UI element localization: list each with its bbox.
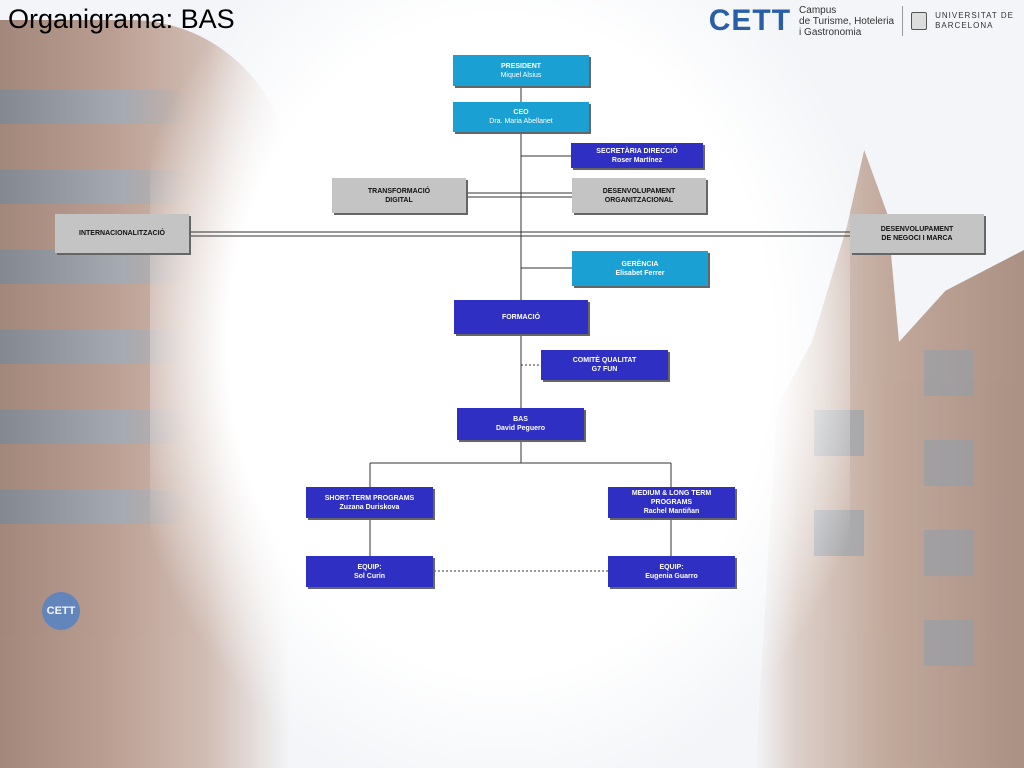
logo-line: BARCELONA <box>935 21 994 30</box>
box-role: SHORT-TERM PROGRAMS <box>324 494 415 502</box>
logo-separator <box>902 6 904 36</box>
box-line: MEDIUM & LONG TERM <box>631 490 712 497</box>
page-title: Organigrama: BAS <box>8 4 235 34</box>
box-role: EQUIP: <box>357 563 382 571</box>
secretaria-box[interactable]: SECRETÀRIA DIRECCIÓ Roser Martínez <box>571 143 703 168</box>
building-window <box>924 620 974 666</box>
bas-box[interactable]: BAS David Peguero <box>457 408 584 440</box>
box-role: SECRETÀRIA DIRECCIÓ <box>596 147 678 155</box>
building-window <box>924 350 974 396</box>
comite-qualitat-box[interactable]: COMITÈ QUALITAT G7 FUN <box>541 350 668 380</box>
internacionalitzacio-box[interactable]: INTERNACIONALITZACIÓ <box>55 214 189 253</box>
box-line: DIGITAL <box>385 196 413 204</box>
box-role: PRESIDENT <box>500 62 542 70</box>
box-name: Dra. Maria Abellanet <box>489 118 553 125</box>
box-name: David Peguero <box>495 425 545 432</box>
logo-line: i Gastronomia <box>799 26 862 38</box>
short-term-programs-box[interactable]: SHORT-TERM PROGRAMS Zuzana Duriskova <box>306 487 433 518</box>
box-name: Zuzana Duriskova <box>339 503 400 511</box>
box-line: G7 FUN <box>591 366 618 373</box>
gerencia-box[interactable]: GERÈNCIA Elisabet Ferrer <box>572 251 708 286</box>
ub-logo-text: UNIVERSITAT DE BARCELONA <box>935 11 1014 31</box>
building-window <box>924 440 974 486</box>
box-role: GERÈNCIA <box>621 260 659 268</box>
building-window <box>924 530 974 576</box>
box-name: Miquel Alsius <box>500 71 542 79</box>
box-line: TRANSFORMACIÓ <box>367 187 431 195</box>
transformacio-digital-box[interactable]: TRANSFORMACIÓ DIGITAL <box>332 178 466 213</box>
logo-line: UNIVERSITAT DE <box>935 11 1014 20</box>
logo-line: de Turisme, Hoteleria <box>799 15 895 27</box>
header-logo: CETT Campus de Turisme, Hoteleria i Gast… <box>709 4 1014 38</box>
university-shield-icon <box>911 12 928 30</box>
box-name: Eugenia Guarro <box>645 572 698 580</box>
box-line: COMITÈ QUALITAT <box>572 357 637 364</box>
box-line: DESENVOLUPAMENT <box>602 187 676 195</box>
equip-left-box[interactable]: EQUIP: Sol Curin <box>306 556 433 587</box>
desenvolupament-negoci-box[interactable]: DESENVOLUPAMENT DE NEGOCI I MARCA <box>850 214 984 253</box>
box-line: ORGANITZACIONAL <box>604 196 674 204</box>
building-badge: CETT <box>42 592 80 630</box>
box-role: EQUIP: <box>659 563 684 571</box>
box-role: CEO <box>513 109 529 116</box>
box-name: Roser Martínez <box>611 156 663 164</box>
equip-right-box[interactable]: EQUIP: Eugenia Guarro <box>608 556 735 587</box>
box-line: PROGRAMS <box>650 499 693 506</box>
box-line: INTERNACIONALITZACIÓ <box>79 230 165 237</box>
box-line: DE NEGOCI I MARCA <box>881 234 953 242</box>
cett-logo-text: Campus de Turisme, Hoteleria i Gastronom… <box>799 5 894 38</box>
box-role: BAS <box>513 416 528 423</box>
box-role: FORMACIÓ <box>501 313 541 321</box>
formacio-box[interactable]: FORMACIÓ <box>454 300 588 334</box>
cett-logo: CETT <box>708 4 792 37</box>
desenvolupament-organitzacional-box[interactable]: DESENVOLUPAMENT ORGANITZACIONAL <box>572 178 706 213</box>
box-name: Elisabet Ferrer <box>615 269 665 277</box>
medium-long-term-programs-box[interactable]: MEDIUM & LONG TERM PROGRAMS Rachel Manti… <box>608 487 735 518</box>
president-box[interactable]: PRESIDENT Miquel Alsius <box>453 55 589 86</box>
ceo-box[interactable]: CEO Dra. Maria Abellanet <box>453 102 589 132</box>
box-line: DESENVOLUPAMENT <box>880 225 954 233</box>
logo-line: Campus <box>799 4 837 16</box>
box-name: Sol Curin <box>353 572 386 580</box>
box-name: Rachel Mantiñan <box>643 508 700 515</box>
